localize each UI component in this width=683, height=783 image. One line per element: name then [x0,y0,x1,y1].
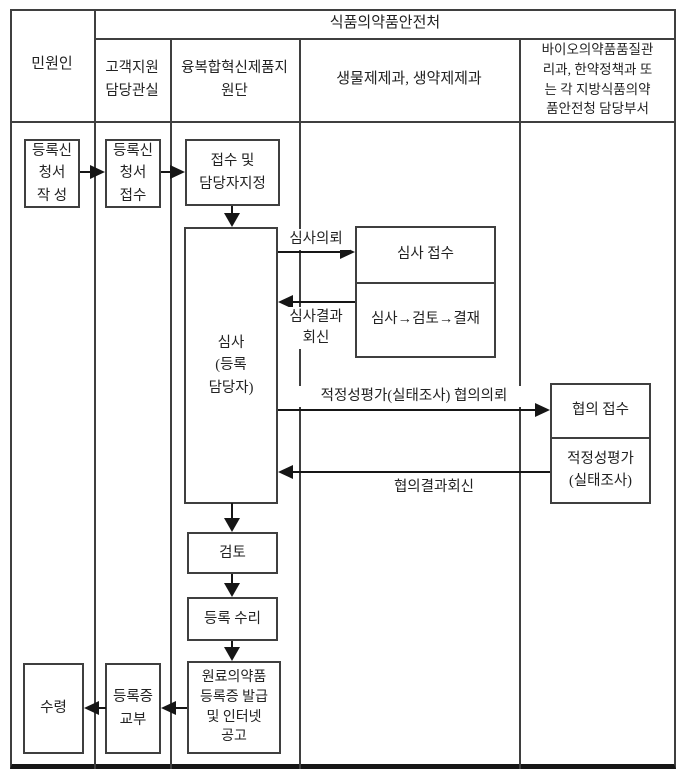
label-consult-result: 협의결과회신 [360,477,508,499]
down-arrowhead-icon [224,518,240,532]
left-arrowhead-icon [84,701,99,715]
left-arrowhead-icon [161,701,176,715]
box-consult-receive: 협의 접수 [572,402,629,419]
down-arrowhead-icon [224,583,240,597]
lane-header-petitioner: 민원인 [31,56,73,73]
table-outer-border [10,9,676,769]
box-group-consultation: 협의 접수 적정성평가 (실태조사) [550,383,651,504]
box-registration-accept: 등록 수리 [187,597,278,641]
lane-header-convergence: 융복합혁신제품지 원단 [181,60,288,99]
box-registration-write: 등록신 청서 작 성 [24,139,80,208]
lane-header-regional: 바이오의약품품질관 리과, 한약정책과 또 는 각 지방식품의약 품안전청 담당… [541,42,654,117]
header-agency-underline [94,38,676,40]
lane-divider-customer-support [170,38,172,769]
label-consult-request: 적정성평가(실태조사) 협의의뢰 [296,386,532,408]
label-exam-request: 심사의뢰 [282,229,350,251]
right-arrowhead-icon [90,165,105,179]
left-arrowhead-icon [278,465,293,479]
box-exam-flow: 심사→검토→결재 [357,282,494,356]
lane-divider-petitioner [94,9,96,769]
box-group-examination: 심사 접수 심사→검토→결재 [355,226,496,358]
box-registration-receive: 등록신 청서 접수 [105,139,161,208]
right-arrowhead-icon [535,403,550,417]
box-review-registrar: 심사 (등록 담당자) [184,227,278,504]
lane-header-biologics: 생물제제과, 생약제제과 [336,70,482,87]
box-adequacy-evaluation: 적정성평가 (실태조사) [552,437,649,502]
down-arrowhead-icon [224,647,240,661]
box-certificate-issue: 원료의약품 등록증 발급 및 인터넷 공고 [187,661,281,754]
box-accept-and-assign: 접수 및 담당자지정 [185,139,280,206]
left-arrowhead-icon [278,295,293,309]
label-exam-result: 심사결과 회신 [282,307,350,350]
header-agency: 식품의약품안전처 [329,14,441,31]
box-check: 검토 [187,532,278,574]
box-final-receive: 수령 [23,663,84,754]
lane-header-customer-support: 고객지원 담당관실 [105,60,159,99]
down-arrowhead-icon [224,213,240,227]
box-exam-receive: 심사 접수 [397,246,454,263]
box-certificate-deliver: 등록증 교부 [105,663,161,754]
header-row-underline [10,121,676,123]
right-arrowhead-icon [170,165,185,179]
